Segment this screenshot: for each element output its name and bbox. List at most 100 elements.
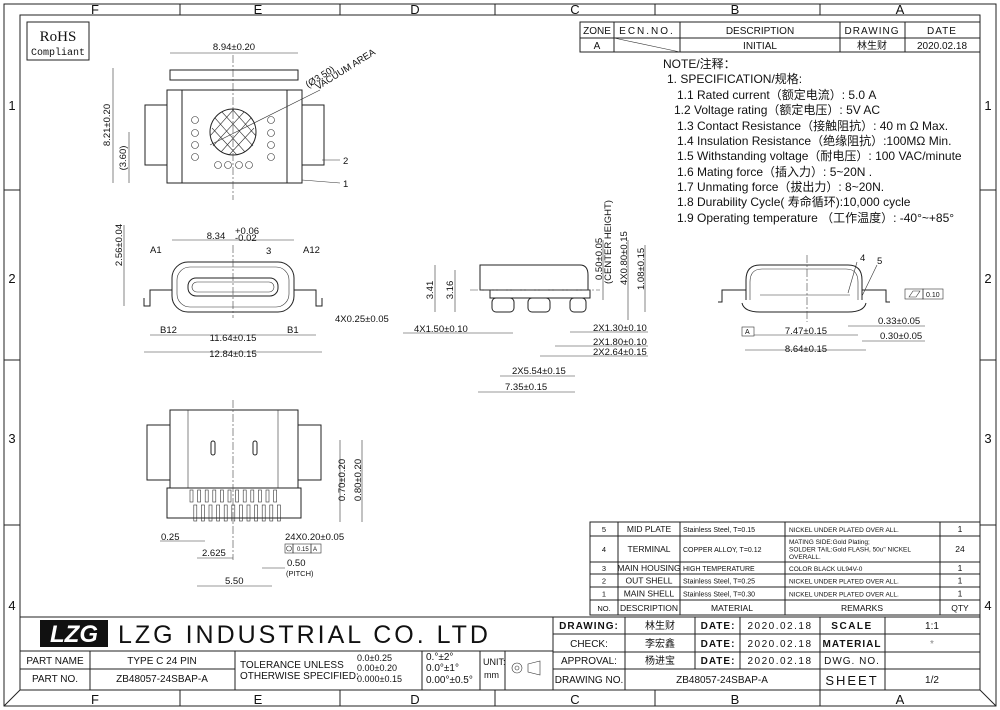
side-view: 3.41 3.16 0.50±0.05 (CENTER HEIGHT) 4X0.… xyxy=(403,200,648,393)
check-label: CHECK: xyxy=(570,639,608,650)
terminal-pin xyxy=(212,489,217,503)
terminal-pin xyxy=(197,489,201,503)
rohs-badge: RoHS Compliant xyxy=(26,21,90,61)
tolerance-linear-1: 0.0±0.25 xyxy=(357,653,392,663)
bom-row-description: MID PLATE xyxy=(627,524,672,534)
dim-2x554: 2X5.54±0.15 xyxy=(512,366,566,377)
front-view: 8.34 +0.06 -0.02 2.56±0.04 A1 A12 3 B12 … xyxy=(114,224,389,360)
bom-row-description: MAIN SHELL xyxy=(624,589,675,599)
dim-747: 7.47±0.15 xyxy=(785,326,827,337)
material-label: MATERIAL xyxy=(823,639,882,650)
zone-bottom-f: F xyxy=(91,692,99,707)
callout-4: 4 xyxy=(860,253,865,264)
dim-front-height: 2.56±0.04 xyxy=(114,224,125,266)
tolerance-angle-3: 0.00°±0.5° xyxy=(426,675,473,686)
bom-row-no: 2 xyxy=(602,577,606,586)
tolerance-angle-1: 0.°±2° xyxy=(426,652,453,663)
bottom-view: 0.70±0.20 0.80±0.20 0.25 24X0.20±0.05 0.… xyxy=(146,400,364,587)
tolerance-label-1: TOLERANCE UNLESS xyxy=(240,660,344,671)
dim-span-inner: 11.64±0.15 xyxy=(210,333,257,344)
dim-033: 0.33±0.05 xyxy=(878,316,920,327)
terminal-pin xyxy=(216,504,220,522)
note-item: 1.1 Rated current（额定电流）: 5.0 A xyxy=(677,87,876,102)
sheet-value: 1/2 xyxy=(925,675,939,686)
terminal-pin xyxy=(220,489,224,503)
drawing-no-label: DRAWING NO. xyxy=(555,675,624,686)
label-a1: A1 xyxy=(150,245,162,256)
flatness-tolerance: 0.10 xyxy=(926,292,940,299)
projection-symbol-icon xyxy=(511,660,541,676)
tolerance-linear-3: 0.000±0.15 xyxy=(357,674,402,684)
part-no: ZB48057-24SBAP-A xyxy=(116,674,208,685)
rohs-subtitle: Compliant xyxy=(31,47,85,59)
callout-5: 5 xyxy=(877,256,882,267)
drawing-date-label: DATE: xyxy=(701,621,736,632)
dim-108: 1.08±0.15 xyxy=(636,248,647,290)
bom-row-qty: 1 xyxy=(958,589,963,599)
zone-left-1: 1 xyxy=(8,98,15,113)
bom-row-description: OUT SHELL xyxy=(625,576,672,586)
dim-24-pins: 24X0.20±0.05 xyxy=(285,532,344,543)
center-height-label: (CENTER HEIGHT) xyxy=(603,200,614,284)
rev-header-zone: ZONE xyxy=(583,26,611,37)
zone-top-b: B xyxy=(731,2,740,17)
bom-row-description: TERMINAL xyxy=(628,544,671,554)
bom-row-qty: 24 xyxy=(955,544,965,554)
zone-bottom-c: C xyxy=(570,692,579,707)
scale-value: 1:1 xyxy=(925,621,939,632)
note-item: 1.6 Mating force（插入力）: 5~20N . xyxy=(677,165,872,179)
terminal-pin xyxy=(239,504,243,522)
callout-1: 1 xyxy=(343,179,348,190)
zone-bottom-a: A xyxy=(896,692,905,707)
rev-header-description: DESCRIPTION xyxy=(726,26,794,37)
terminal-pin xyxy=(277,504,281,522)
terminal-pin xyxy=(201,504,205,522)
dim-opening-tol-plus: +0.06 xyxy=(235,226,259,237)
note-item: 1.9 Operating temperature （工作温度）: -40°~+… xyxy=(677,210,954,225)
zone-right-3: 3 xyxy=(984,431,991,446)
note-item: 1.8 Durability Cycle( 寿命循环):10,000 cycle xyxy=(677,194,911,209)
dim-864: 8.64±0.15 xyxy=(785,344,827,355)
terminal-pin xyxy=(235,489,239,503)
bom-header-remarks: REMARKS xyxy=(841,603,883,613)
zone-left-2: 2 xyxy=(8,271,15,286)
dwg-no-label: DWG. NO. xyxy=(824,656,880,667)
material-value: * xyxy=(930,639,934,650)
rev-header-ecn: ECN.NO. xyxy=(619,26,675,37)
check-date-label: DATE: xyxy=(701,639,736,650)
rev-description: INITIAL xyxy=(743,41,777,52)
bom-row-qty: 1 xyxy=(958,524,963,534)
dim-top-center: (3.60) xyxy=(118,146,129,171)
dim-2x180: 2X1.80±0.10 xyxy=(593,337,647,348)
bom-row-material: Stainless Steel, T=0.25 xyxy=(683,579,755,586)
notes: NOTE/注释： 1. SPECIFICATION/规格: 1.1 Rated … xyxy=(663,56,962,225)
rev-drawing: 林生财 xyxy=(857,39,887,52)
dim-span-outer: 12.84±0.15 xyxy=(209,349,256,360)
bom-row-no: 5 xyxy=(602,525,606,534)
unit-label: UNIT: xyxy=(483,657,506,667)
note-item: 1.3 Contact Resistance（接触阻抗）: 40 m Ω Max… xyxy=(677,118,948,133)
bom-row-remarks: NICKEL UNDER PLATED OVER ALL. xyxy=(789,579,899,586)
note-item: 1.2 Voltage rating（额定电压）: 5V AC xyxy=(674,102,880,117)
terminal-pin xyxy=(265,489,270,503)
dim-735: 7.35±0.15 xyxy=(505,382,547,393)
dim-pitch: 0.50 xyxy=(287,558,306,569)
dim-4x150: 4X1.50±0.10 xyxy=(414,324,468,335)
terminal-pin xyxy=(261,504,266,522)
approval-date-label: DATE: xyxy=(701,656,736,667)
zone-top-f: F xyxy=(91,2,99,17)
check-date: 2020.02.18 xyxy=(747,639,812,650)
bom-row-material: COPPER ALLOY, T=0.12 xyxy=(683,547,762,554)
terminal-pin xyxy=(258,489,262,503)
dim-030: 0.30±0.05 xyxy=(880,331,922,342)
terminal-pin xyxy=(227,489,232,503)
note-item: 1.5 Withstanding voltage（耐电压）: 100 VAC/m… xyxy=(677,149,962,163)
dim-2x264: 2X2.64±0.15 xyxy=(593,347,647,358)
tolerance-angle-2: 0.0°±1° xyxy=(426,663,459,674)
dim-top-height: 8.21±0.20 xyxy=(102,104,113,146)
check-by: 李宏鑫 xyxy=(645,637,675,650)
part-name: TYPE C 24 PIN xyxy=(127,656,196,667)
terminal-pin xyxy=(223,504,228,522)
zone-bottom-d: D xyxy=(410,692,419,707)
